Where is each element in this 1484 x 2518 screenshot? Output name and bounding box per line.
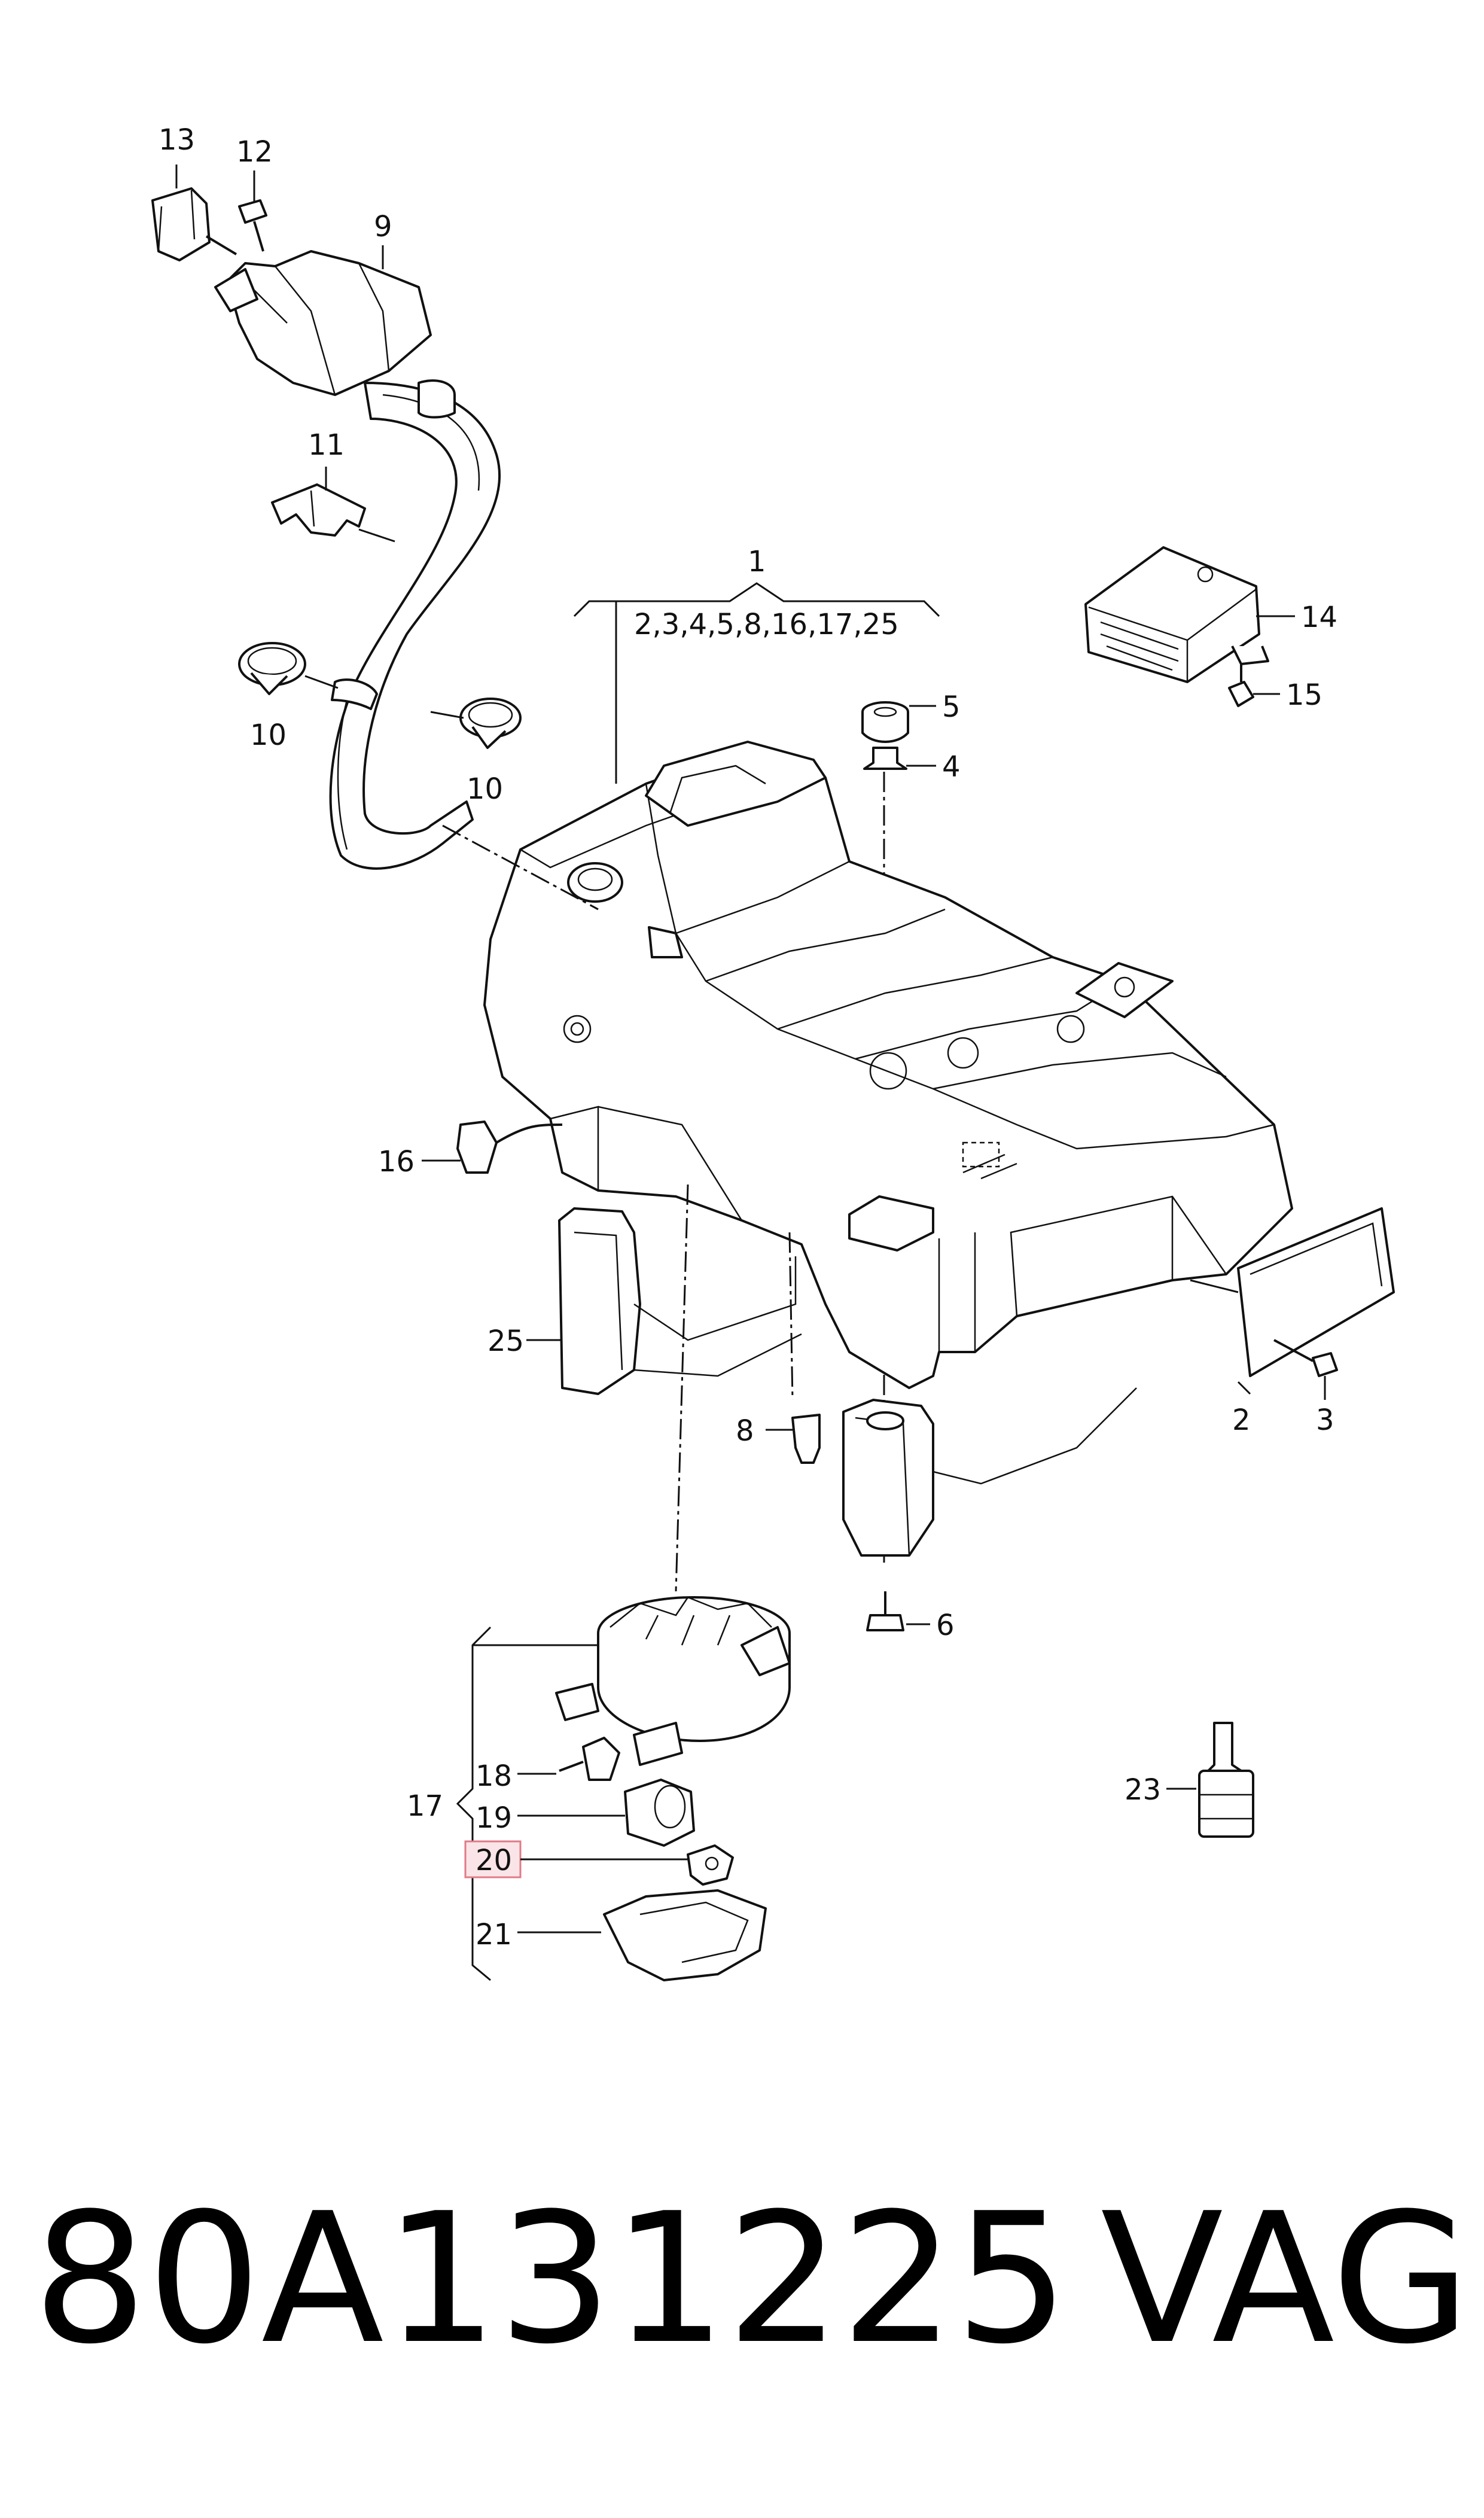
callout-18: 18 xyxy=(476,1759,512,1793)
callout-17-bracket xyxy=(456,1626,604,1981)
callout-4: 4 xyxy=(942,750,961,784)
callout-21: 21 xyxy=(476,1918,512,1951)
callout-3: 3 xyxy=(1316,1403,1334,1437)
footer: 80A131225 VAG xyxy=(0,2154,1484,2453)
axis-line-pump xyxy=(675,1184,689,1592)
leader-10-right xyxy=(430,711,464,719)
part-20-sensor xyxy=(687,1844,734,1886)
part-14-control-unit xyxy=(1084,546,1269,683)
parts-diagram: 13 12 9 11 10 10 xyxy=(151,123,1395,1981)
leader-11b xyxy=(358,528,395,543)
callout-1-components: 2,3,4,5,8,16,17,25 xyxy=(634,608,899,641)
part-10-clamp-right xyxy=(459,698,522,749)
callout-1: 1 xyxy=(748,545,766,578)
part-number: 80A131225 xyxy=(33,2175,1069,2383)
callout-19: 19 xyxy=(476,1801,512,1835)
leader-2 xyxy=(1237,1381,1251,1395)
part-16-sensor xyxy=(456,1121,563,1174)
part-13-filler-cap xyxy=(151,187,237,261)
callout-17: 17 xyxy=(407,1789,443,1823)
callout-13: 13 xyxy=(159,123,195,157)
callout-11: 11 xyxy=(308,428,345,462)
part-23-bottle xyxy=(1198,1722,1254,1838)
part-2-plate xyxy=(1190,1207,1395,1377)
brand-name: VAG xyxy=(1101,2175,1471,2383)
callout-8: 8 xyxy=(736,1414,754,1448)
part-21-cover xyxy=(603,1889,767,1981)
callout-16: 16 xyxy=(378,1145,415,1179)
part-12-bolt xyxy=(238,199,267,252)
callout-25: 25 xyxy=(487,1325,524,1358)
callout-1-bracket xyxy=(573,582,940,784)
part-6-bolt xyxy=(866,1591,904,1631)
part-5-grommet xyxy=(861,701,909,743)
part-1-tank xyxy=(483,741,1293,1389)
part-25-bracket-right xyxy=(842,1387,1137,1557)
part-15-screw xyxy=(1228,664,1254,707)
callout-5: 5 xyxy=(942,690,961,724)
axis-line-hose xyxy=(442,824,599,911)
part-19-cup xyxy=(624,1779,695,1847)
part-8-plug xyxy=(791,1414,821,1464)
part-9-filler-neck xyxy=(214,250,501,870)
callout-20-highlight xyxy=(464,1840,522,1878)
callout-10-left: 10 xyxy=(250,718,287,752)
part-4-bush xyxy=(863,747,907,770)
part-11-clip xyxy=(271,483,366,537)
callout-15: 15 xyxy=(1286,678,1323,712)
callout-6: 6 xyxy=(936,1609,955,1642)
part-25-bracket xyxy=(558,1207,802,1395)
leader-10-left xyxy=(304,675,339,689)
callout-2: 2 xyxy=(1232,1403,1251,1437)
callout-23: 23 xyxy=(1125,1773,1161,1807)
axis-line-bracket xyxy=(788,1232,794,1400)
callout-10-right: 10 xyxy=(467,772,503,806)
callout-12: 12 xyxy=(236,135,273,169)
callout-9: 9 xyxy=(374,210,392,243)
callout-14: 14 xyxy=(1301,601,1337,634)
part-3-screw xyxy=(1273,1339,1338,1377)
part-17-pump-module xyxy=(555,1596,791,1766)
callout-20: 20 xyxy=(476,1844,512,1877)
part-18-valve xyxy=(559,1737,620,1781)
part-10-clamp-left xyxy=(238,642,306,695)
